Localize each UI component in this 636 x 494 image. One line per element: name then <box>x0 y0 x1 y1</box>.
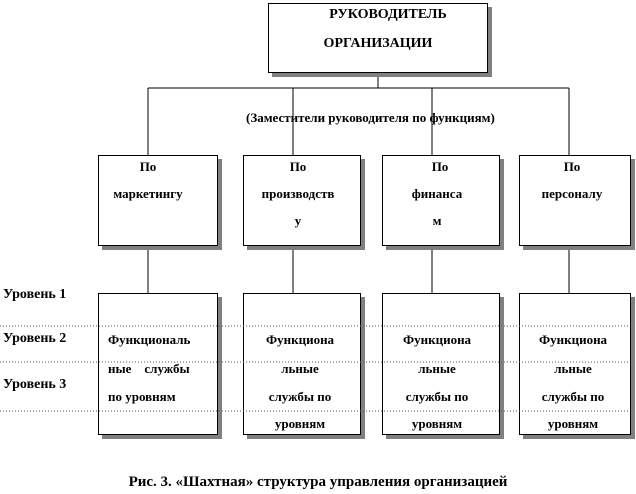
function-finance-line-3: м <box>432 213 442 228</box>
level-label-2: Уровень 2 <box>3 331 67 346</box>
service-personnel-line-3: службы по <box>541 389 605 404</box>
service-production-line-1: Функциона <box>265 332 335 347</box>
service-finance-line-4: уровням <box>411 416 463 431</box>
function-finance-line-2: финанса <box>411 186 463 201</box>
function-finance-line-1: По <box>431 159 449 174</box>
service-production-line-4: уровням <box>274 416 326 431</box>
function-box-marketing <box>98 155 218 246</box>
service-finance-line-2: льные <box>418 361 456 376</box>
service-finance-line-1: Функциона <box>402 332 472 347</box>
function-marketing-line-1: По <box>139 159 157 174</box>
figure-caption: Рис. 3. «Шахтная» структура управления о… <box>128 474 508 490</box>
service-personnel-line-4: уровням <box>547 416 599 431</box>
level-label-3: Уровень 3 <box>3 377 67 392</box>
level-label-1: Уровень 1 <box>3 287 67 302</box>
service-personnel-line-2: льные <box>554 361 592 376</box>
head-box <box>268 3 488 73</box>
function-production-line-1: По <box>289 159 307 174</box>
function-personnel-line-1: По <box>563 159 581 174</box>
service-marketing-line-1: Функциональ <box>108 332 191 347</box>
service-production-line-3: службы по <box>268 389 332 404</box>
head-line-2: ОРГАНИЗАЦИИ <box>323 36 433 51</box>
service-production-line-2: льные <box>281 361 319 376</box>
function-marketing-line-2: маркетингу <box>113 186 183 201</box>
function-box-personnel <box>519 155 631 246</box>
service-marketing-line-2: ные службы <box>108 361 190 376</box>
service-personnel-line-1: Функциона <box>538 332 608 347</box>
service-marketing-line-3: по уровням <box>108 389 176 404</box>
head-line-1: РУКОВОДИТЕЛЬ <box>329 7 447 22</box>
function-production-line-3: у <box>294 213 302 228</box>
function-box-finance <box>382 155 500 246</box>
function-personnel-line-2: персоналу <box>541 186 603 201</box>
function-production-line-2: производств <box>261 186 335 201</box>
service-box-production <box>243 293 361 435</box>
deputies-label: (Заместители руководителя по функциям) <box>246 110 495 125</box>
service-finance-line-3: службы по <box>405 389 469 404</box>
function-box-production <box>243 155 361 246</box>
